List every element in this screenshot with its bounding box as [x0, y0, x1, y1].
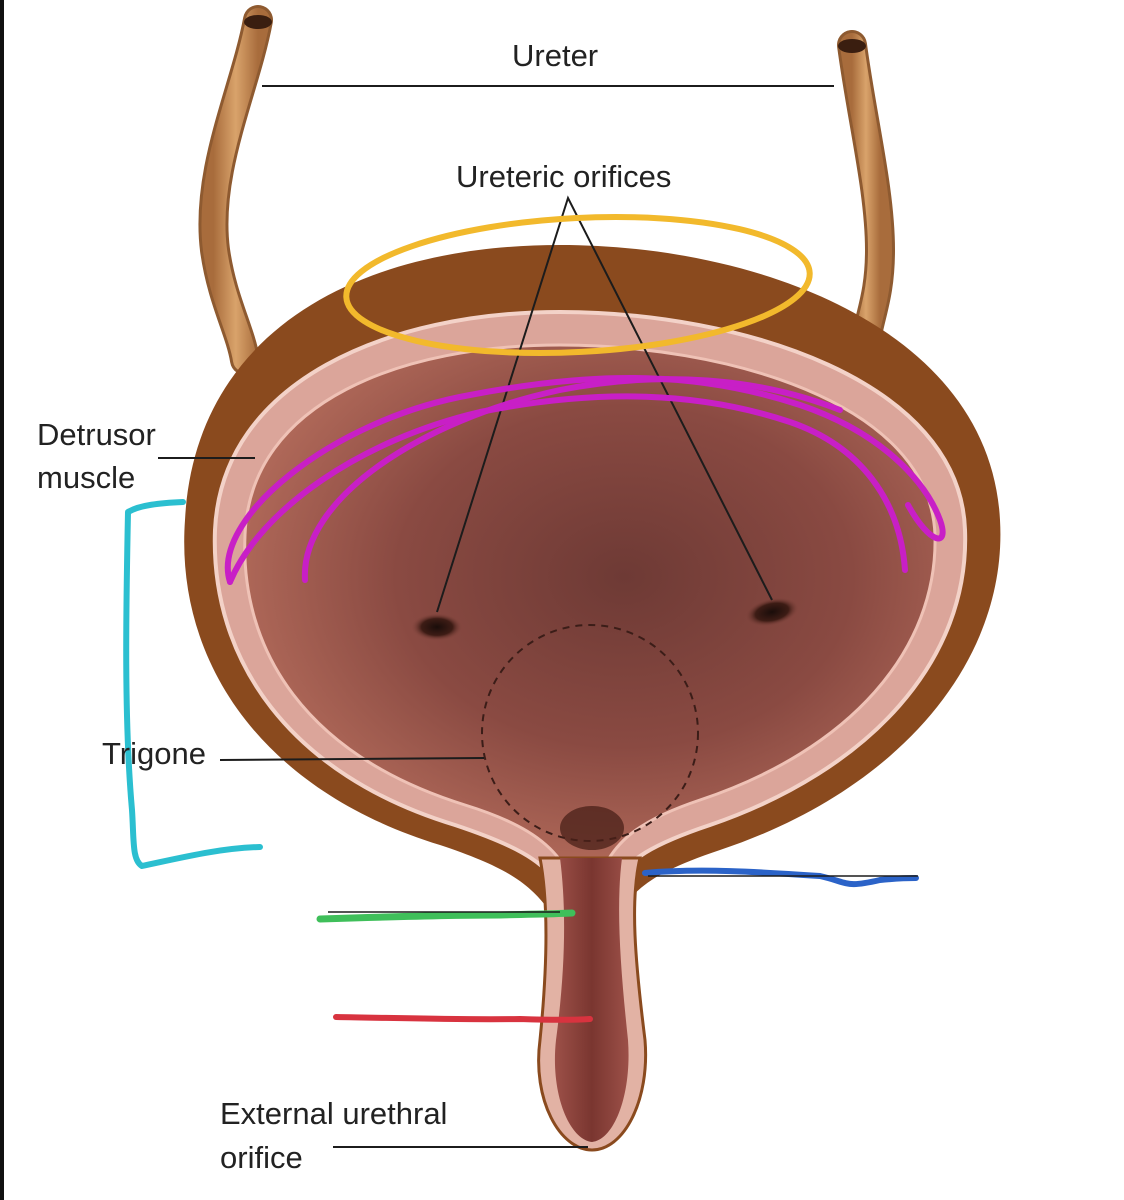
- red-annotation-line: [333, 1014, 593, 1023]
- ureteric-orifices-leader-lines: [436, 195, 773, 613]
- external-orifice-label-line2: orifice: [220, 1140, 303, 1175]
- cyan-annotation-bracket: [123, 499, 263, 869]
- right-ureter-opening: [838, 39, 866, 53]
- internal-urethral-orifice: [560, 806, 624, 850]
- detrusor-label-line2: muscle: [37, 460, 135, 495]
- magenta-annotation-strokes: [225, 375, 946, 585]
- detrusor-label-line1: Detrusor: [37, 417, 156, 452]
- ureter-label: Ureter: [512, 38, 598, 73]
- trigone-label: Trigone: [102, 736, 206, 771]
- ureteric-orifices-label: Ureteric orifices: [456, 159, 671, 194]
- yellow-annotation-ellipse: [343, 213, 813, 357]
- urethra-lumen: [554, 858, 629, 1142]
- left-ureter-opening: [244, 15, 272, 29]
- right-ureteric-orifice: [744, 597, 800, 627]
- trigone-leader-line: [219, 757, 485, 761]
- left-ureteric-orifice: [411, 613, 463, 641]
- green-annotation-line: [316, 909, 576, 923]
- left-border: [0, 0, 4, 1200]
- external-orifice-label-line1: External urethral: [220, 1096, 447, 1131]
- blue-annotation-line: [642, 867, 919, 888]
